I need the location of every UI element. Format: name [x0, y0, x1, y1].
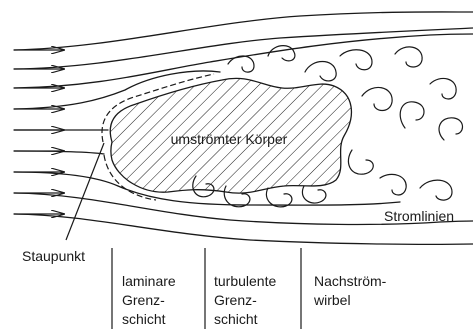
region-turbulent: turbulente Grenz- schicht	[214, 273, 276, 327]
vortex-icon	[340, 50, 372, 70]
inflow-arrows	[14, 50, 64, 214]
vortex-icon	[395, 47, 422, 67]
region-label-line: Grenz-	[214, 292, 257, 308]
region-laminar: laminare Grenz- schicht	[122, 273, 176, 327]
stagnation-leader-line	[66, 143, 104, 240]
vortex-icon	[362, 87, 392, 110]
body-label: umströmter Körper	[171, 131, 288, 147]
vortex-icon	[420, 180, 452, 200]
vortex-icon	[348, 150, 373, 174]
region-label-line: Grenz-	[122, 292, 165, 308]
region-label-line: Nachström-	[314, 273, 387, 289]
region-label-line: turbulente	[214, 273, 276, 289]
region-label-line: schicht	[122, 311, 166, 327]
region-label-line: laminare	[122, 273, 176, 289]
vortex-icon	[266, 188, 292, 207]
region-label-line: schicht	[214, 311, 258, 327]
vortex-icon	[439, 118, 462, 140]
vortex-icon	[302, 186, 326, 203]
vortex-icon	[305, 62, 336, 81]
stagnation-label: Staupunkt	[22, 248, 85, 264]
vortex-icon	[380, 174, 406, 195]
streamlines-label: Stromlinien	[384, 208, 454, 224]
vortex-icon	[430, 78, 456, 99]
region-wake: Nachström- wirbel	[313, 273, 387, 308]
region-label-line: wirbel	[313, 292, 351, 308]
vortex-icon	[400, 102, 424, 128]
streamline-2	[14, 28, 473, 69]
vortex-icon	[268, 46, 295, 61]
